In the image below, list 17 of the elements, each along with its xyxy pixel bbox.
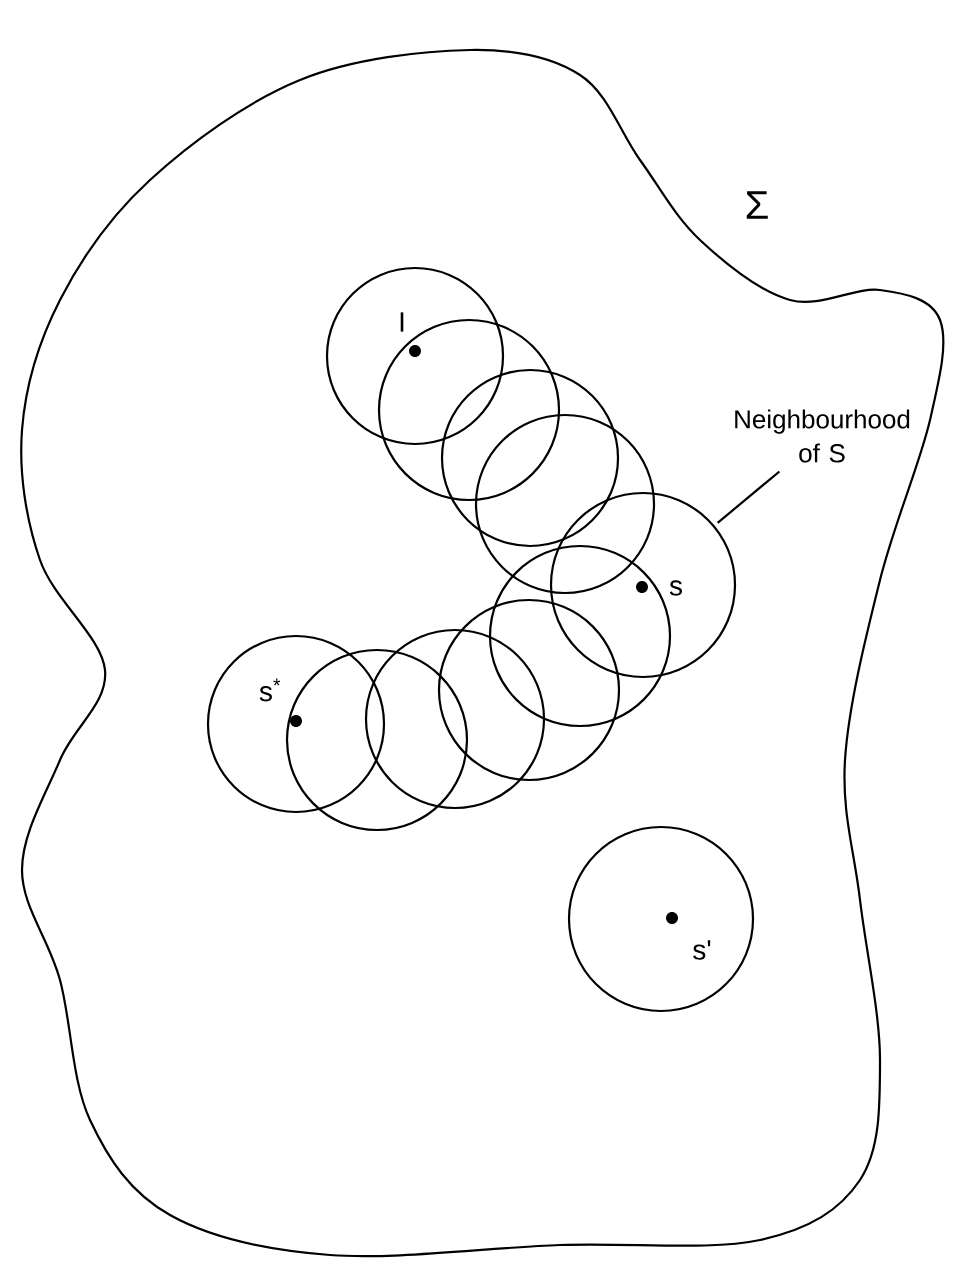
neighbourhood-circle — [549, 491, 737, 679]
neighbourhood-circle — [325, 266, 505, 446]
neighbourhood-circle — [285, 648, 469, 832]
neighbourhood-circle — [567, 825, 755, 1013]
leader-line — [716, 470, 781, 524]
neighbourhood-circle — [206, 634, 386, 814]
point-label: s$^{*}$ — [259, 678, 281, 702]
neighbourhood-circle — [364, 628, 546, 810]
neighbourhood-circle — [474, 413, 656, 595]
point-label: Σ — [746, 191, 768, 219]
point-label: s' — [693, 940, 711, 960]
point-label: I — [400, 312, 404, 332]
neighbourhood-circle — [437, 598, 621, 782]
callout-text: Neighbourhood of S — [735, 409, 910, 463]
point-label: s — [669, 580, 682, 596]
neighbourhood-circle — [488, 544, 672, 728]
neighbourhood-circle — [440, 368, 620, 548]
